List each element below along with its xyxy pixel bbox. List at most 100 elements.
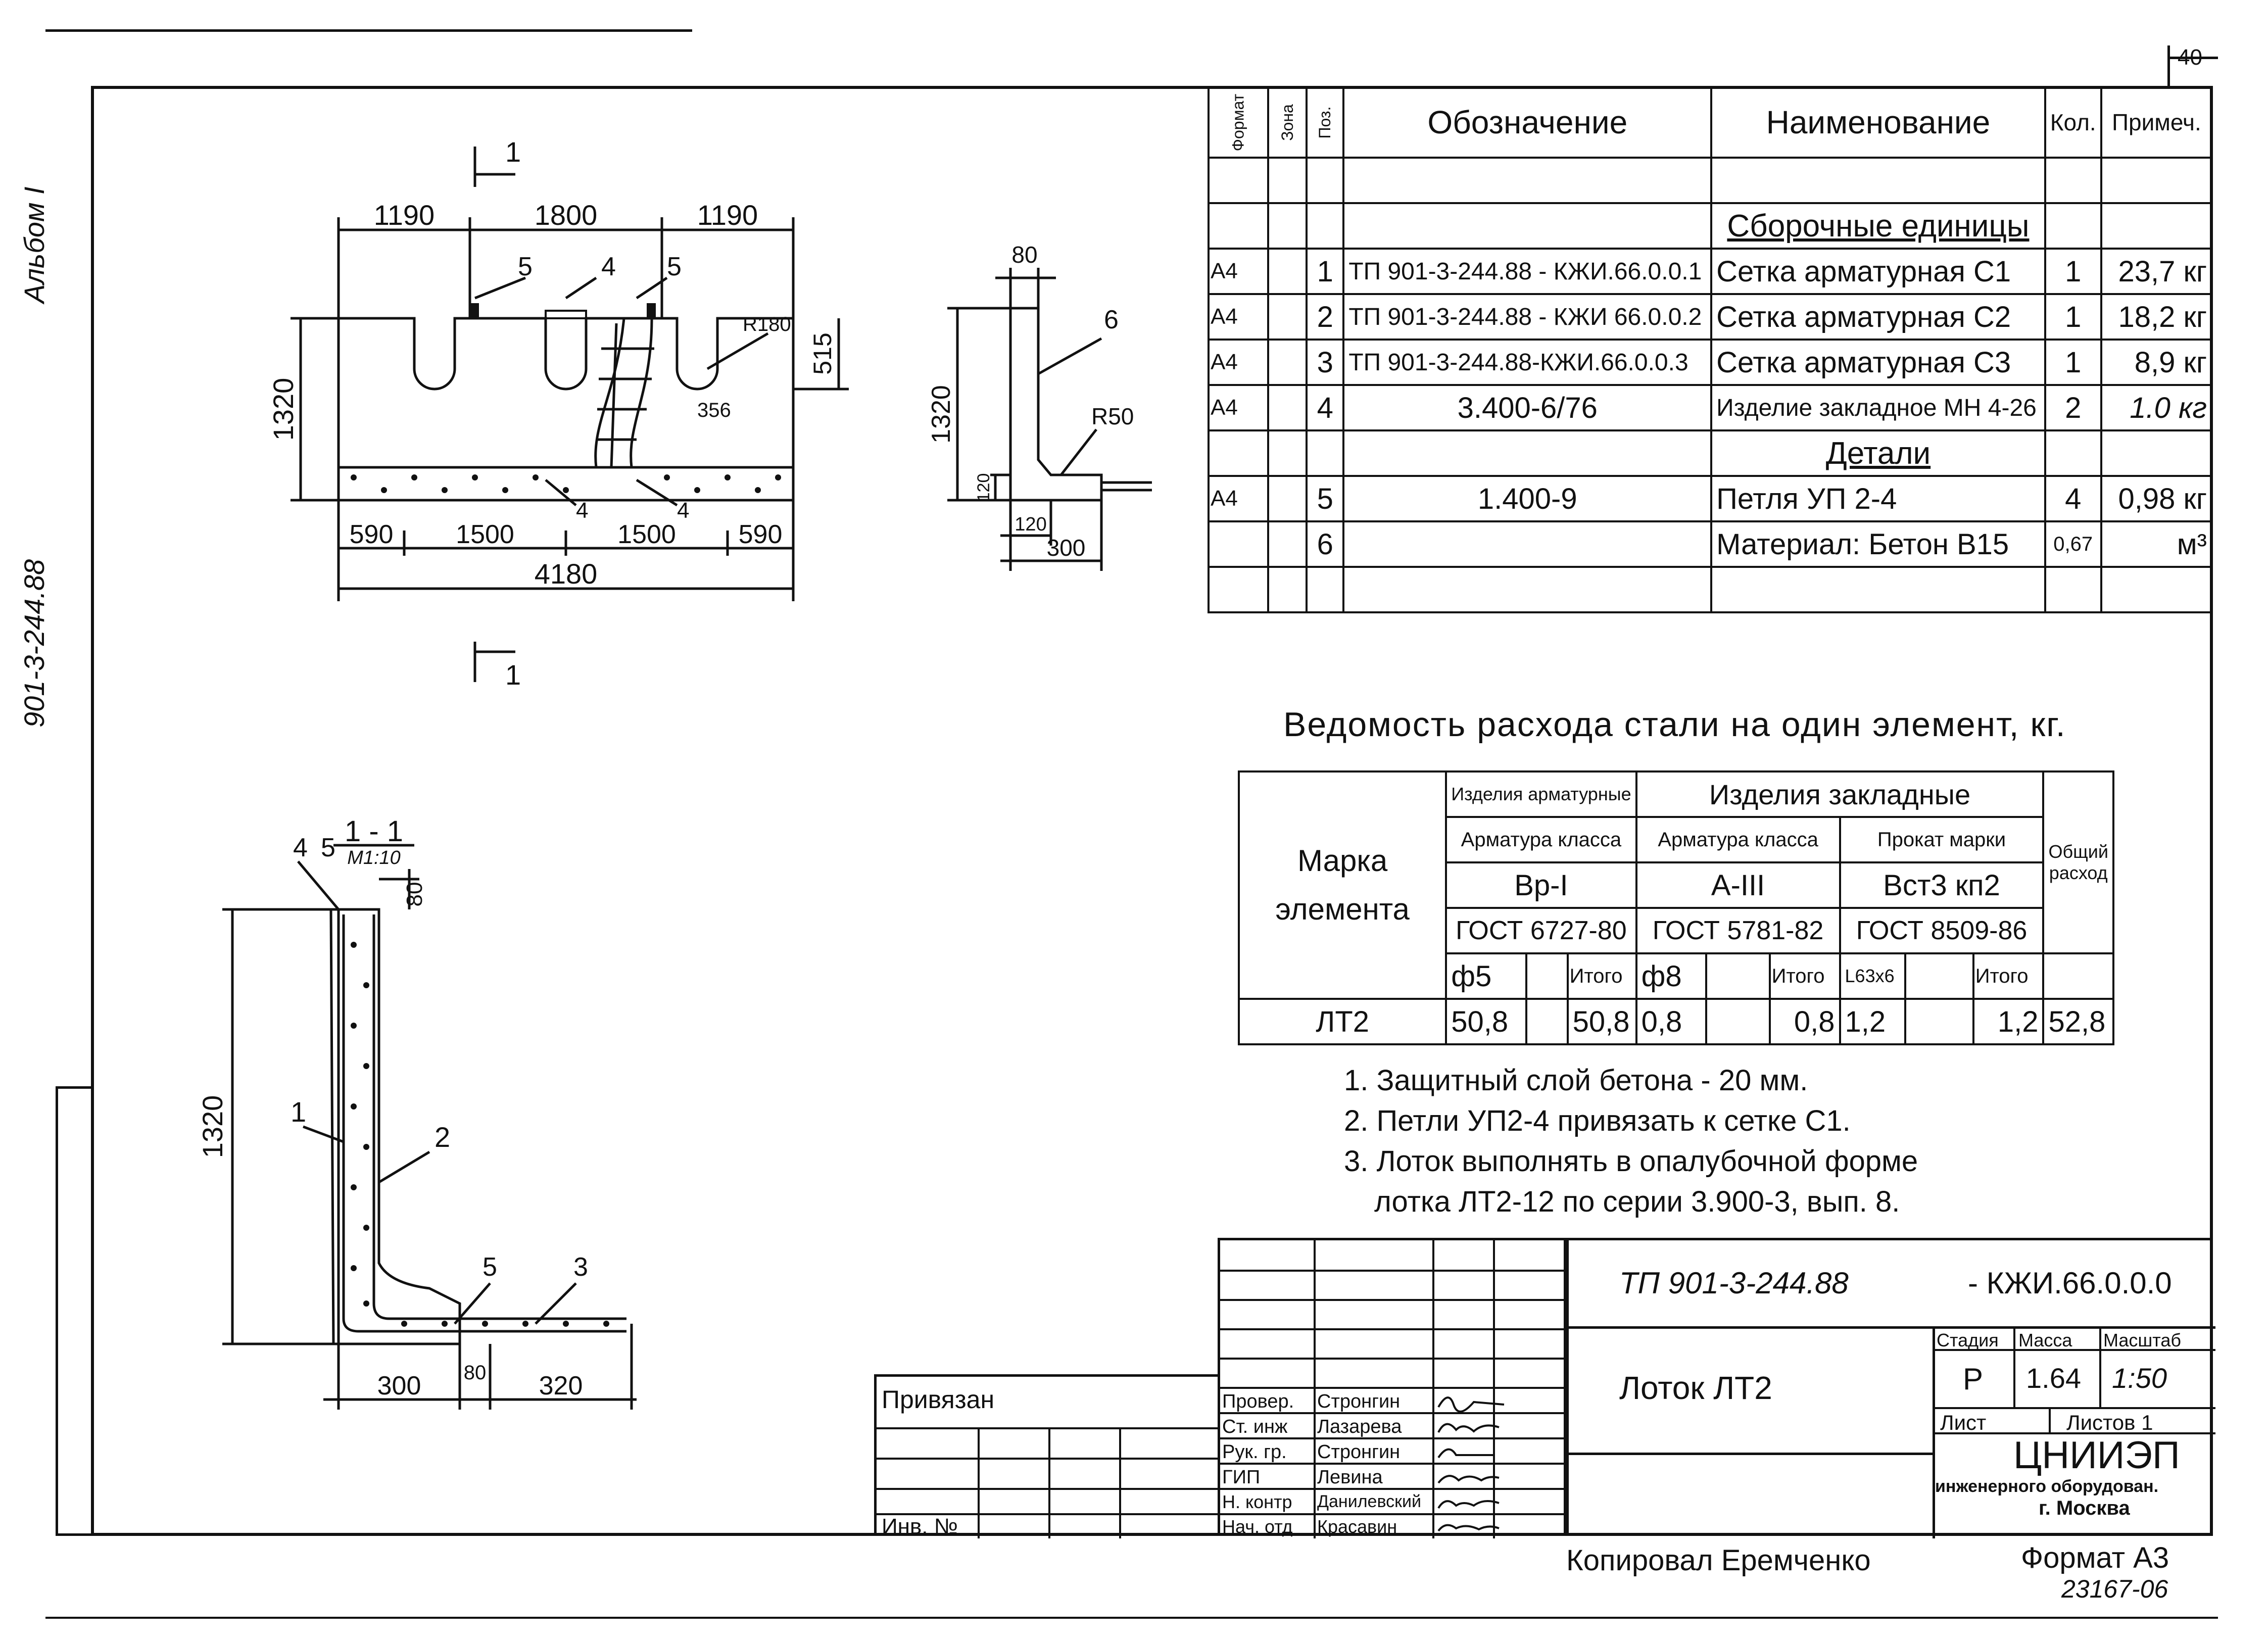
steel-class-3: Прокат марки	[1839, 816, 2045, 863]
plan-label-4a: 4	[601, 252, 616, 281]
steel-cell-v1: 50,8	[1445, 998, 1527, 1045]
steel-cell-v3: 1,2	[1839, 998, 1907, 1045]
steel-grade-1: Вр-I	[1445, 861, 1637, 909]
sig-hline	[1220, 1328, 1569, 1330]
tb-hline	[1933, 1432, 2215, 1434]
side-dim-120a: 120	[974, 473, 993, 502]
plan-dim-bottom-2: 1500	[456, 520, 514, 549]
steel-itogo-2: Итого	[1768, 952, 1841, 1000]
role-5: Н. контр	[1222, 1491, 1292, 1512]
sig-hline	[1220, 1358, 1569, 1360]
scale-value: 1:50	[2112, 1362, 2167, 1394]
privyazan-label: Привязан	[882, 1385, 995, 1414]
drawing-frame	[91, 86, 2213, 1536]
spec-cell-designation: 3.400-6/76	[1342, 384, 1713, 431]
spec-cell-qty: 1	[2044, 248, 2102, 295]
plan-label-5b: 5	[667, 252, 682, 281]
steel-itogo-3: Итого	[1972, 952, 2045, 1000]
section-mark-bottom: 1	[505, 659, 521, 691]
spec-section-details: Детали	[1710, 429, 2046, 477]
spec-cell-zone	[1267, 384, 1308, 431]
spec-cell-fmt: А4	[1208, 384, 1269, 431]
sig-hline	[1220, 1299, 1569, 1301]
spec-section-row: Детали	[1208, 429, 2213, 477]
steel-grade-2: А-III	[1635, 861, 1841, 909]
steel-mark-header: Марка элемента	[1237, 770, 1447, 1000]
stamp-left-vline	[1048, 1427, 1050, 1538]
side-dim-80: 80	[1011, 242, 1037, 268]
spec-cell-designation: 1.400-9	[1342, 475, 1713, 522]
plan-dim-top-1: 1190	[374, 199, 435, 231]
section-mark-top: 1	[505, 136, 521, 168]
spec-header-zone: Зона	[1267, 86, 1308, 159]
note-3-cont: лотка ЛТ2-12 по серии 3.900-3, вып. 8.	[1374, 1185, 1900, 1218]
spec-cell-note: м³	[2100, 520, 2213, 568]
tb-vline	[2013, 1326, 2015, 1407]
album-label: Альбом I	[18, 186, 50, 303]
spec-row: 6 Материал: Бетон В15 0,67 м³	[1208, 520, 2213, 568]
steel-cell-mark: ЛТ2	[1237, 998, 1447, 1045]
side-label-r50: R50	[1091, 403, 1134, 429]
spec-cell-fmt: А4	[1208, 475, 1269, 522]
plan-dim-right: 515	[808, 332, 837, 374]
sig-vline	[1314, 1240, 1316, 1538]
spec-section-row: Сборочные единицы	[1208, 202, 2213, 250]
org-sub: инженерного оборудован.	[1935, 1477, 2159, 1496]
tb-hline	[1933, 1407, 2215, 1409]
mass-header: Масса	[2018, 1330, 2072, 1350]
sheet-label: Лист	[1940, 1411, 1987, 1434]
spec-cell-zone	[1267, 293, 1308, 341]
spec-cell-designation: ТП 901-3-244.88 - КЖИ 66.0.0.2	[1342, 293, 1713, 341]
section-dim-80b: 80	[464, 1362, 487, 1384]
sig-hline	[1220, 1387, 1569, 1389]
scale-header: Масштаб	[2103, 1330, 2182, 1350]
steel-diam-2: ф8	[1635, 952, 1708, 1000]
plan-dim-top-2: 1800	[535, 199, 598, 231]
steel-cell-i2: 0,8	[1768, 998, 1841, 1045]
steel-class-1: Арматура класса	[1445, 816, 1637, 863]
steel-diam-3: L63х6	[1839, 952, 1907, 1000]
steel-table-title: Ведомость расхода стали на один элемент,…	[1283, 705, 2066, 744]
copied-by: Копировал Еремченко	[1566, 1544, 1871, 1577]
section-dim-320: 320	[539, 1371, 583, 1401]
note-2: 2. Петли УП2-4 привязать к сетке С1.	[1344, 1104, 1851, 1137]
left-binding-strip	[56, 1086, 91, 1536]
spec-cell-name: Материал: Бетон В15	[1710, 520, 2046, 568]
sig-vline	[1432, 1240, 1434, 1538]
sig-hline	[1220, 1437, 1569, 1439]
steel-cell-i3: 1,2	[1972, 998, 2045, 1045]
spec-header-qty: Кол.	[2044, 86, 2102, 159]
steel-gost-1: ГОСТ 6727-80	[1445, 907, 1637, 954]
steel-cell-v2: 0,8	[1635, 998, 1708, 1045]
sig-hline	[1220, 1513, 1569, 1515]
sig-hline	[1220, 1463, 1569, 1465]
bottom-rule	[45, 1617, 2218, 1619]
plan-dim-bottom-3: 1500	[617, 520, 676, 549]
spec-row: А4 1 ТП 901-3-244.88 - КЖИ.66.0.0.1 Сетк…	[1208, 248, 2213, 295]
plan-label-5a: 5	[518, 252, 533, 281]
spec-header-format: Формат	[1208, 86, 1269, 159]
spec-row: А4 4 3.400-6/76 Изделие закладное МН 4-2…	[1208, 384, 2213, 431]
role-6: Нач. отд	[1222, 1516, 1293, 1537]
stamp-left-vline	[978, 1427, 980, 1538]
steel-row: ЛТ2 50,8 50,8 0,8 0,8 1,2 1,2 52,8	[1237, 998, 2114, 1045]
spec-cell-designation: ТП 901-3-244.88 - КЖИ.66.0.0.1	[1342, 248, 1713, 295]
role-4: ГИП	[1222, 1467, 1261, 1488]
spec-cell-note: 23,7 кг	[2100, 248, 2213, 295]
spec-cell-zone	[1267, 339, 1308, 386]
signature-block: Провер. Стронгин Ст. инж Лазарева Рук. г…	[1218, 1238, 1569, 1538]
sig-hline	[1220, 1488, 1569, 1490]
spec-cell-pos: 1	[1306, 248, 1345, 295]
plan-dim-top-3: 1190	[697, 199, 758, 231]
spec-cell-note: 18,2 кг	[2100, 293, 2213, 341]
note-3: 3. Лоток выполнять в опалубочной форме	[1344, 1145, 1918, 1178]
section-label-4: 4	[293, 833, 308, 862]
spec-cell-fmt: А4	[1208, 248, 1269, 295]
note-1: 1. Защитный слой бетона - 20 мм.	[1344, 1064, 1808, 1097]
spec-header-note: Примеч.	[2100, 86, 2213, 159]
section-label-5: 5	[321, 833, 335, 862]
section-label-1: 1	[291, 1096, 306, 1128]
name-5: Данилевский	[1317, 1492, 1421, 1511]
spec-cell-qty: 4	[2044, 475, 2102, 522]
stamp-left-vline	[1119, 1427, 1121, 1538]
